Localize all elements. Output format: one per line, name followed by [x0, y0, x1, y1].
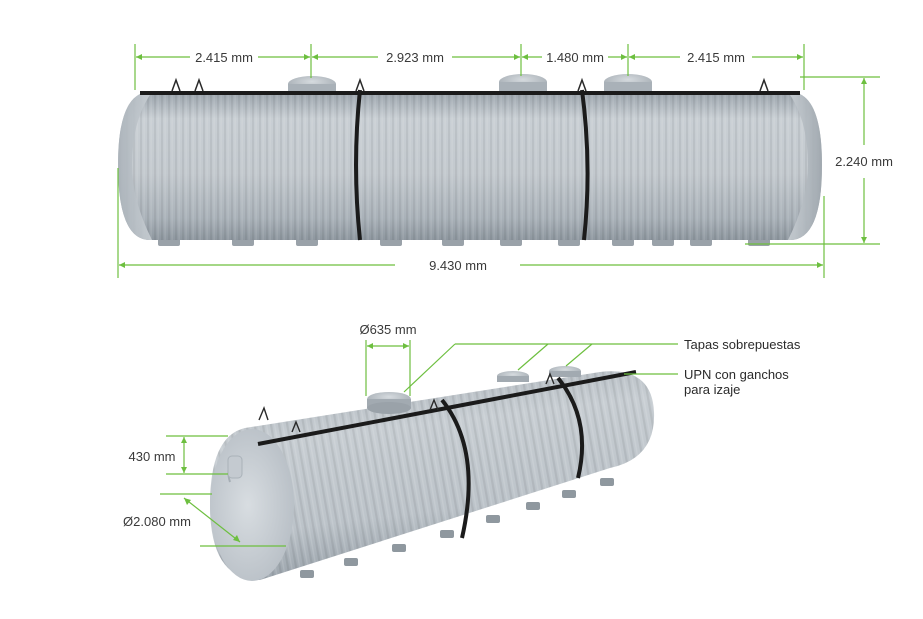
bottom-tank-lids: [367, 366, 581, 414]
bottom-tank: [210, 366, 655, 581]
dim-seg2-label: 2.923 mm: [386, 50, 444, 65]
bottom-tank-strap-1: [440, 398, 471, 539]
top-tank: [118, 74, 822, 246]
dim-seg4-label: 2.415 mm: [687, 50, 745, 65]
bottom-tank-hooks: [258, 372, 555, 433]
bottom-tank-feet: [300, 478, 614, 578]
bottom-dimensions: Ø635 mm 430 mm Ø2.080 mm Tapas sobrepues…: [123, 322, 801, 547]
dim-height-label: 2.240 mm: [835, 154, 893, 169]
dim-total-length-label: 9.430 mm: [429, 258, 487, 273]
callout-upn-line1: UPN con ganchos: [684, 367, 789, 382]
dim-seg1-label: 2.415 mm: [195, 50, 253, 65]
callout-upn-line2: para izaje: [684, 382, 740, 397]
bottom-tank-strap-2: [556, 376, 585, 479]
bottom-tank-end-cap: [210, 429, 294, 581]
top-dimensions: 2.415 mm 2.923 mm 1.480 mm 2.415 mm 2.24…: [117, 44, 893, 278]
top-tank-upn-beam: [140, 91, 800, 95]
dim-seg3-label: 1.480 mm: [546, 50, 604, 65]
top-tank-lids: [288, 74, 652, 92]
callout-lids-label: Tapas sobrepuestas: [684, 337, 801, 352]
top-tank-strap-2: [580, 89, 590, 241]
top-tank-strap-1: [354, 89, 362, 241]
top-tank-hooks: [171, 77, 769, 92]
dim-lid-diameter-label: Ø635 mm: [359, 322, 416, 337]
dim-neck-height-label: 430 mm: [129, 449, 176, 464]
dim-tank-diameter-label: Ø2.080 mm: [123, 514, 191, 529]
